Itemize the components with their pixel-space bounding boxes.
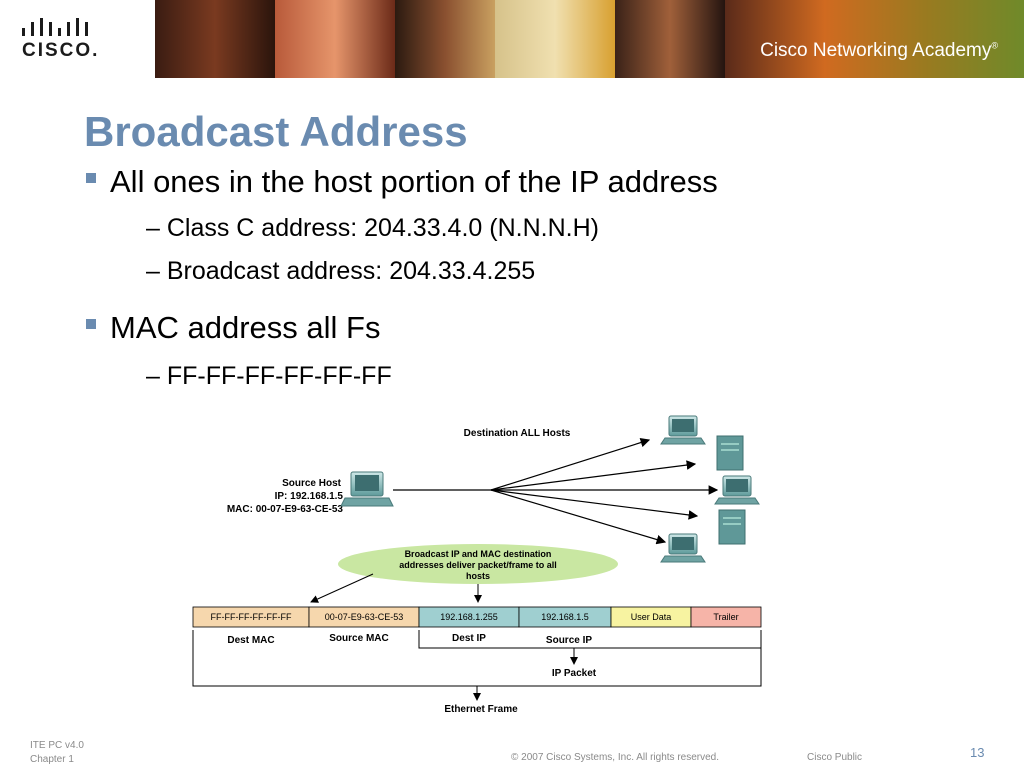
sub-bullet: – FF-FF-FF-FF-FF-FF bbox=[146, 362, 392, 390]
footer-copyright: © 2007 Cisco Systems, Inc. All rights re… bbox=[511, 752, 720, 763]
cisco-logo-text: CISCO. bbox=[22, 40, 100, 61]
footer-course-line: ITE PC v4.0 bbox=[30, 740, 84, 751]
sub-bullet: – Class C address: 204.33.4.0 (N.N.N.H) bbox=[146, 214, 599, 242]
dest-server-icon bbox=[716, 435, 744, 471]
source-ip-label: IP: 192.168.1.5 bbox=[275, 491, 344, 502]
bullet-text: MAC address all Fs bbox=[110, 310, 381, 345]
dest-pc-icon bbox=[660, 415, 706, 445]
note-ellipse bbox=[338, 544, 618, 584]
dest-pc-icon bbox=[660, 533, 706, 563]
slide-title: Broadcast Address bbox=[84, 108, 468, 155]
field-label: Source IP bbox=[546, 635, 592, 646]
dest-pc-icon bbox=[714, 475, 760, 505]
footer-classification: Cisco Public bbox=[807, 752, 863, 763]
bullet-square-icon bbox=[86, 319, 96, 329]
broadcast-diagram: Destination ALL Hosts Source Host IP: 19… bbox=[192, 415, 762, 715]
banner-photo bbox=[495, 0, 615, 78]
bullet-2: MAC address all Fs bbox=[86, 310, 381, 346]
bullet-1: All ones in the host portion of the IP a… bbox=[86, 164, 718, 200]
source-pc-icon bbox=[340, 471, 394, 507]
ethernet-frame-label: Ethernet Frame bbox=[444, 704, 518, 715]
cisco-logo-icon bbox=[22, 18, 88, 36]
banner-photo bbox=[395, 0, 495, 78]
dest-server-icon bbox=[718, 509, 746, 545]
note-line: hosts bbox=[466, 571, 490, 581]
field-text: Trailer bbox=[713, 612, 738, 622]
field-text: 192.168.1.255 bbox=[440, 612, 498, 622]
banner-photo bbox=[615, 0, 725, 78]
field-trailer bbox=[690, 606, 762, 628]
bullet-square-icon bbox=[86, 173, 96, 183]
note-line: Broadcast IP and MAC destination bbox=[405, 549, 552, 559]
field-text: 00-07-E9-63-CE-53 bbox=[325, 612, 404, 622]
footer-chapter-line: Chapter 1 bbox=[30, 754, 74, 765]
source-host-label: Source Host bbox=[282, 478, 342, 489]
field-text: FF-FF-FF-FF-FF-FF bbox=[211, 612, 292, 622]
note-line: addresses deliver packet/frame to all bbox=[399, 560, 557, 570]
field-label: Dest MAC bbox=[227, 635, 274, 646]
field-label: Dest IP bbox=[452, 633, 486, 644]
header-banner: CISCO. Cisco Networking Academy® bbox=[0, 0, 1024, 78]
banner-photo bbox=[155, 0, 275, 78]
page-number: 13 bbox=[970, 745, 985, 760]
source-mac-label: MAC: 00-07-E9-63-CE-53 bbox=[227, 504, 344, 515]
sub-bullet: – Broadcast address: 204.33.4.255 bbox=[146, 257, 536, 285]
banner-photo bbox=[725, 0, 1024, 78]
banner-photo bbox=[275, 0, 395, 78]
field-label: Source MAC bbox=[329, 633, 388, 644]
logo-panel: CISCO. bbox=[0, 0, 155, 78]
field-text: User Data bbox=[631, 612, 672, 622]
bullet-text: All ones in the host portion of the IP a… bbox=[110, 164, 718, 199]
field-text: 192.168.1.5 bbox=[541, 612, 589, 622]
academy-text: Cisco Networking Academy bbox=[760, 40, 992, 61]
destination-label: Destination ALL Hosts bbox=[464, 428, 571, 439]
academy-title: Cisco Networking Academy® bbox=[760, 40, 998, 61]
ip-packet-label: IP Packet bbox=[552, 668, 597, 679]
footer-course: ITE PC v4.0 Chapter 1 bbox=[30, 739, 84, 767]
